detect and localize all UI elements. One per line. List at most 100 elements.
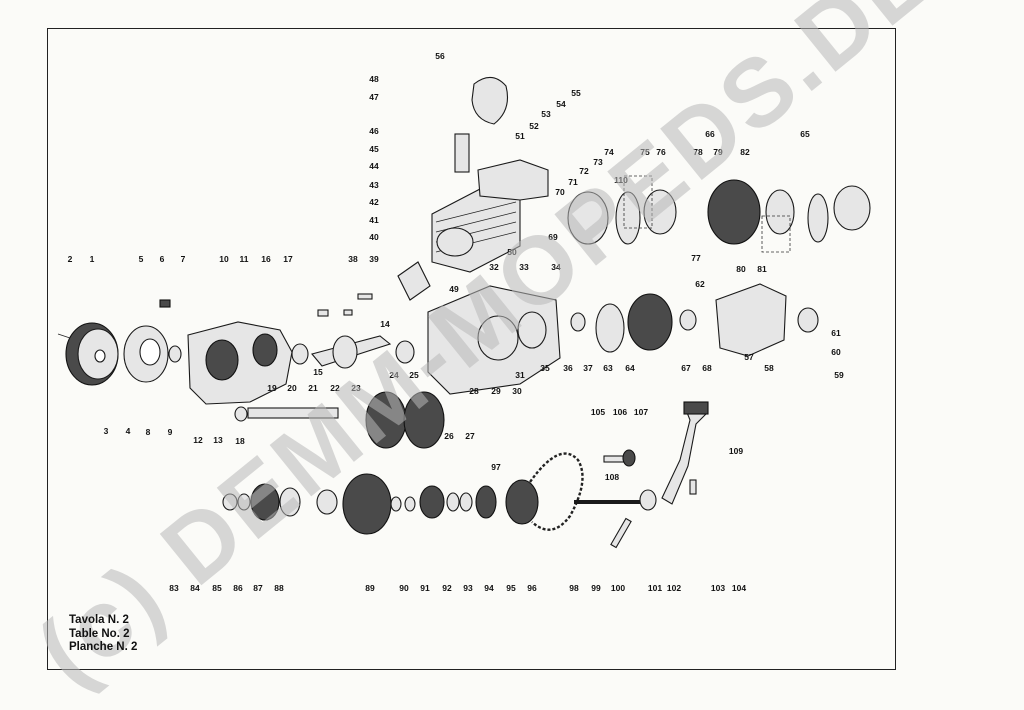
main-gear-part — [342, 473, 392, 535]
callout-number: 12 — [193, 435, 203, 445]
callout-number: 101 — [648, 583, 662, 593]
callout-number: 109 — [729, 446, 743, 456]
callout-number: 22 — [330, 383, 340, 393]
callout-number: 31 — [515, 370, 525, 380]
callout-number: 77 — [691, 253, 701, 263]
callout-number: 48 — [369, 74, 379, 84]
callout-number: 5 — [139, 254, 144, 264]
callout-number: 51 — [515, 131, 525, 141]
callout-number: 44 — [369, 161, 379, 171]
callout-number: 86 — [233, 583, 243, 593]
caption-italian: Tavola N. 2 — [69, 614, 129, 626]
callout-number: 62 — [695, 279, 705, 289]
rear-hub-part — [707, 179, 761, 245]
callout-number: 2 — [68, 254, 73, 264]
callout-number: 108 — [605, 472, 619, 482]
callout-number: 20 — [287, 383, 297, 393]
callout-number: 54 — [556, 99, 566, 109]
callout-number: 4 — [126, 426, 131, 436]
callout-number: 65 — [800, 129, 810, 139]
callout-number: 102 — [667, 583, 681, 593]
callout-number: 3 — [104, 426, 109, 436]
callout-number: 25 — [409, 370, 419, 380]
callout-number: 84 — [190, 583, 200, 593]
callout-number: 75 — [640, 147, 650, 157]
callout-number: 6 — [160, 254, 165, 264]
callout-number: 93 — [463, 583, 473, 593]
callout-number: 10 — [219, 254, 229, 264]
plate-caption: Tavola N. 2 Table No. 2 Planche N. 2 — [69, 614, 137, 655]
callout-number: 8 — [146, 427, 151, 437]
callout-number: 94 — [484, 583, 494, 593]
callout-number: 80 — [736, 264, 746, 274]
carburetor-part — [471, 76, 509, 125]
diagram-frame — [47, 28, 896, 670]
callout-number: 21 — [308, 383, 318, 393]
caption-english: Table No. 2 — [69, 627, 130, 640]
callout-number: 53 — [541, 109, 551, 119]
callout-number: 89 — [365, 583, 375, 593]
callout-number: 74 — [604, 147, 614, 157]
callout-number: 30 — [512, 386, 522, 396]
callout-number: 90 — [399, 583, 409, 593]
callout-number: 14 — [380, 319, 390, 329]
callout-number: 103 — [711, 583, 725, 593]
callout-number: 63 — [603, 363, 613, 373]
callout-number: 96 — [527, 583, 537, 593]
callout-number: 110 — [614, 175, 628, 185]
callout-number: 41 — [369, 215, 379, 225]
callout-number: 23 — [351, 383, 361, 393]
callout-number: 52 — [529, 121, 539, 131]
callout-number: 60 — [831, 347, 841, 357]
callout-number: 59 — [834, 370, 844, 380]
callout-number: 34 — [551, 262, 561, 272]
callout-number: 15 — [313, 367, 323, 377]
callout-number: 106 — [613, 407, 627, 417]
callout-number: 70 — [555, 187, 565, 197]
callout-number: 33 — [519, 262, 529, 272]
callout-number: 49 — [449, 284, 459, 294]
callout-number: 39 — [369, 254, 379, 264]
callout-number: 58 — [764, 363, 774, 373]
callout-number: 17 — [283, 254, 293, 264]
callout-number: 85 — [212, 583, 222, 593]
callout-number: 100 — [611, 583, 625, 593]
callout-number: 76 — [656, 147, 666, 157]
callout-number: 57 — [744, 352, 754, 362]
callout-number: 26 — [444, 431, 454, 441]
callout-number: 32 — [489, 262, 499, 272]
callout-number: 16 — [261, 254, 271, 264]
callout-number: 78 — [693, 147, 703, 157]
kickstart-lever-part — [661, 405, 707, 505]
sprocket-part — [250, 483, 280, 521]
callout-number: 64 — [625, 363, 635, 373]
callout-number: 29 — [491, 386, 501, 396]
callout-number: 107 — [634, 407, 648, 417]
callout-number: 95 — [506, 583, 516, 593]
clutch-drum-part — [627, 293, 673, 351]
callout-number: 45 — [369, 144, 379, 154]
callout-number: 105 — [591, 407, 605, 417]
callout-number: 88 — [274, 583, 284, 593]
clutch-cover-part — [715, 283, 787, 357]
callout-number: 79 — [713, 147, 723, 157]
callout-number: 7 — [181, 254, 186, 264]
callout-number: 68 — [702, 363, 712, 373]
callout-number: 71 — [568, 177, 578, 187]
callout-number: 104 — [732, 583, 746, 593]
callout-number: 73 — [593, 157, 603, 167]
callout-number: 18 — [235, 436, 245, 446]
callout-number: 37 — [583, 363, 593, 373]
callout-number: 50 — [507, 247, 517, 257]
callout-number: 9 — [168, 427, 173, 437]
callout-number: 36 — [563, 363, 573, 373]
callout-number: 55 — [571, 88, 581, 98]
callout-number: 99 — [591, 583, 601, 593]
callout-number: 87 — [253, 583, 263, 593]
callout-number: 11 — [240, 254, 249, 264]
callout-number: 19 — [267, 383, 277, 393]
intake-part — [397, 261, 431, 301]
callout-number: 42 — [369, 197, 379, 207]
